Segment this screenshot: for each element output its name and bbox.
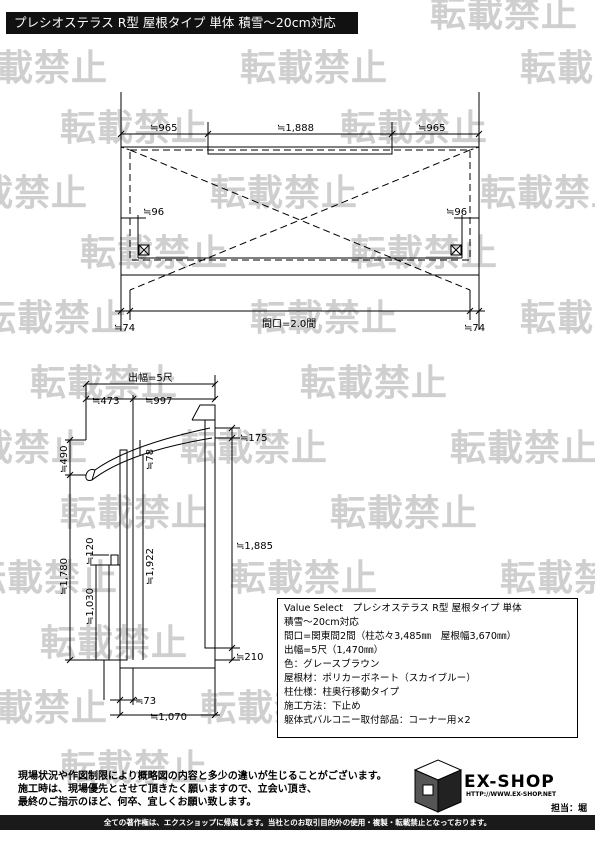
side-dimensions: 出幅=5尺 ≒473 ≒997 ≒175 ≒1,885 ≒210 ≒73 ≒1,…	[59, 371, 273, 723]
note-line: 施工時は、現場優先とさせて頂きたく願いますので、立会い頂き、	[18, 784, 317, 795]
watermark-text: 転載禁止	[0, 48, 108, 89]
spec-line: 色：グレースブラウン	[284, 659, 380, 670]
note-line: 現場状況や作図制限により概略図の内容と多少の違いが生じることがございます。	[18, 771, 387, 782]
watermark-text: 転載禁止	[330, 493, 478, 534]
watermark-text: 転載禁止	[450, 428, 595, 469]
watermark-text: 転載禁止	[500, 558, 595, 599]
watermark: 転載禁止 転載禁止 転載禁止 転載禁止 転載禁止 転載禁止 転載禁止 転載禁止 …	[0, 0, 595, 789]
watermark-text: 転載禁止	[250, 298, 398, 339]
dim-inner-right-96: ≒96	[446, 207, 467, 218]
watermark-text: 転載禁止	[480, 173, 595, 214]
notes: 現場状況や作図制限により概略図の内容と多少の違いが生じることがございます。 施工…	[18, 770, 387, 809]
dim-inner-left-96: ≒96	[143, 207, 164, 218]
dim-120: ≒120	[85, 538, 96, 565]
dim-right-965: ≒965	[418, 123, 445, 134]
watermark-text: 転載禁止	[520, 48, 595, 89]
dim-1030: ≒1,030	[85, 588, 96, 625]
dim-left-965: ≒965	[150, 123, 177, 134]
spec-line: 躯体式バルコニー取付部品：コーナー用×2	[284, 715, 471, 726]
brand-name: EX-SHOP	[464, 772, 555, 792]
watermark-text: 転載禁止	[0, 173, 88, 214]
dim-1780: ≒1,780	[59, 558, 70, 595]
ex-shop-logo-icon	[413, 759, 463, 813]
watermark-text: 転載禁止	[240, 48, 388, 89]
dim-78: ≒78	[145, 449, 156, 470]
dim-bottom-right-74: ≒74	[464, 323, 485, 334]
watermark-text: 転載禁止	[80, 233, 228, 274]
note-line: 最終のご指示のほど、何卒、宜しくお願い致します。	[18, 797, 257, 808]
watermark-text: 転載禁止	[340, 108, 488, 149]
watermark-text: 転載禁止	[60, 493, 208, 534]
page-title: プレシオステラス R型 屋根タイプ 単体 積雪～20cm対応	[6, 12, 358, 34]
spec-line: 屋根材：ポリカーボネート（スカイブルー）	[284, 673, 476, 684]
dim-73: ≒73	[135, 696, 156, 707]
dim-490: ≒490	[59, 446, 70, 473]
watermark-text: 転載禁止	[520, 298, 595, 339]
spec-line: 間口=関東間2間（柱芯々3,485㎜ 屋根幅3,670㎜）	[284, 631, 517, 642]
dim-bottom-left-74: ≒74	[114, 323, 135, 334]
watermark-text: 転載禁止	[230, 558, 378, 599]
watermark-text: 転載禁止	[210, 173, 358, 214]
spec-box: Value Select プレシオステラス R型 屋根タイプ 単体 積雪～20c…	[277, 598, 578, 738]
dim-1070: ≒1,070	[150, 712, 187, 723]
watermark-text: 転載禁止	[430, 0, 578, 35]
dim-210: ≒210	[236, 652, 263, 663]
dim-center-1888: ≒1,888	[277, 123, 314, 134]
spec-line: 施工方法：下止め	[284, 701, 361, 712]
watermark-text: 転載禁止	[40, 623, 188, 664]
spec-line: Value Select プレシオステラス R型 屋根タイプ 単体	[284, 603, 522, 614]
dim-1885: ≒1,885	[236, 541, 273, 552]
dim-997: ≒997	[145, 396, 172, 407]
watermark-text: 転載禁止	[60, 108, 208, 149]
watermark-text: 転載禁止	[0, 298, 128, 339]
watermark-text: 転載禁止	[0, 688, 108, 729]
dim-175: ≒175	[240, 433, 267, 444]
plan-dimensions: ≒965 ≒1,888 ≒965 ≒96 ≒96 ≒74 ≒74 間口=2.0間	[114, 123, 485, 334]
side-view	[65, 375, 240, 719]
spec-line: 出幅=5尺（1,470㎜）	[284, 645, 384, 656]
spec-line: 柱仕様：柱奥行移動タイプ	[284, 687, 400, 698]
watermark-text: 転載禁止	[350, 233, 498, 274]
spec-line: 積雪～20cm対応	[284, 617, 359, 628]
staff-label: 担当：堀	[551, 804, 588, 814]
opening-width: 間口=2.0間	[262, 318, 316, 330]
watermark-text: 転載禁止	[0, 428, 88, 469]
plan-view	[115, 92, 485, 330]
dim-1922: ≒1,922	[145, 548, 156, 585]
dim-473: ≒473	[92, 396, 119, 407]
watermark-text: 転載禁止	[300, 363, 448, 404]
brand-url: HTTP://WWW.EX-SHOP.NET	[466, 791, 557, 798]
watermark-text: 転載禁止	[60, 748, 208, 789]
footer-copyright: 全ての著作権は、エクスショップに帰属します。当社とのお取引目的外の使用・複製・転…	[0, 815, 595, 830]
depth-label: 出幅=5尺	[128, 371, 173, 384]
